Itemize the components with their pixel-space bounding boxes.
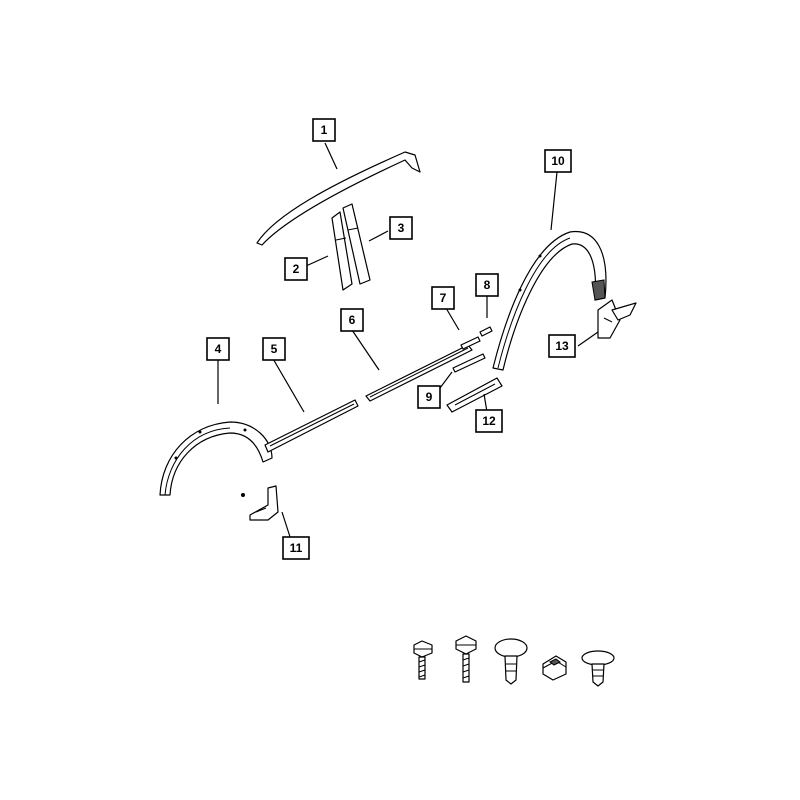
callout-6: 6 (340, 308, 364, 332)
callout-label-6: 6 (349, 313, 356, 327)
part-13-rear-splash-guard (597, 299, 637, 339)
leader-5 (271, 356, 305, 413)
callout-2: 2 (284, 257, 308, 281)
part-9-small-molding (452, 353, 486, 373)
callout-10: 10 (544, 149, 572, 173)
part-10-rear-wheel-flare (492, 230, 607, 371)
callout-5: 5 (262, 337, 286, 361)
leader-2 (305, 255, 329, 267)
callout-label-11: 11 (290, 541, 303, 555)
leader-1 (324, 142, 338, 170)
callout-label-8: 8 (484, 278, 491, 292)
part-1-roof-molding (256, 151, 421, 246)
callout-13: 13 (548, 334, 576, 358)
leader-10 (550, 171, 558, 231)
callout-12: 12 (475, 409, 503, 433)
callout-4: 4 (206, 337, 230, 361)
part-7-small-molding (460, 336, 481, 350)
callout-1: 1 (312, 118, 336, 142)
push-pin-fastener-icon (581, 650, 615, 687)
part-5-front-door-molding (264, 399, 359, 453)
callout-9: 9 (417, 385, 441, 409)
callout-label-7: 7 (440, 291, 447, 305)
part-6-rear-door-molding (365, 344, 473, 402)
callout-label-12: 12 (482, 414, 496, 428)
fasteners-group (413, 635, 615, 687)
callout-11: 11 (282, 536, 310, 560)
leader-3 (368, 230, 389, 242)
callout-7: 7 (431, 286, 455, 310)
leader-12 (483, 393, 488, 413)
part-4-front-wheel-flare (159, 421, 273, 497)
part-12-rocker-extension (446, 377, 503, 413)
push-pin-fastener-icon (494, 638, 528, 685)
callout-3: 3 (389, 216, 413, 240)
callout-label-1: 1 (321, 123, 328, 137)
part-3-pillar-applique (342, 203, 371, 285)
callout-label-9: 9 (426, 390, 433, 404)
callout-label-3: 3 (398, 221, 405, 235)
callout-label-13: 13 (555, 339, 569, 353)
leader-7 (445, 307, 460, 331)
callout-label-5: 5 (271, 342, 278, 356)
bolt-fastener-icon (413, 640, 433, 680)
part-11-front-splash-guard (249, 485, 279, 521)
leader-lines (217, 142, 599, 541)
callout-label-4: 4 (215, 342, 222, 356)
callout-label-10: 10 (551, 154, 565, 168)
bolt-fastener-icon (455, 635, 477, 683)
part-2-pillar-applique (331, 211, 353, 291)
leader-13 (577, 331, 599, 347)
part-8-small-molding (479, 326, 493, 337)
clip-fastener-icon (542, 655, 567, 681)
leader-11 (281, 511, 292, 541)
callout-label-2: 2 (293, 262, 300, 276)
leader-6 (351, 329, 380, 371)
callout-8: 8 (475, 273, 499, 297)
